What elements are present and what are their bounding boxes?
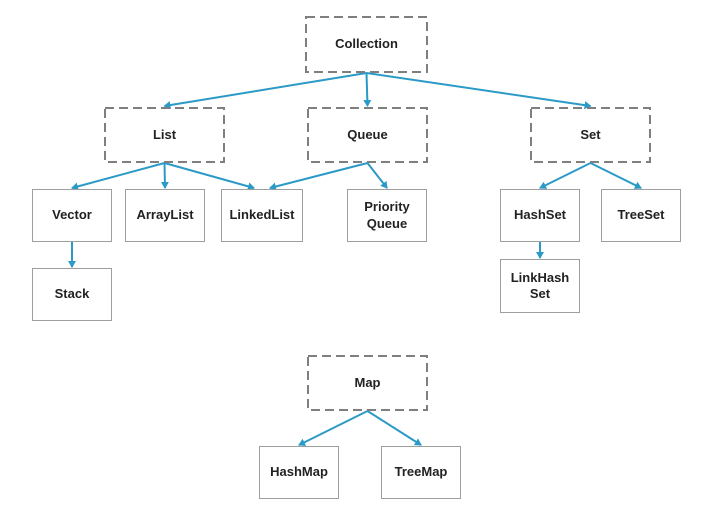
map-dashed-border	[307, 355, 428, 411]
stack-node: Stack	[32, 268, 112, 321]
hashmap-node: HashMap	[259, 446, 339, 499]
set-label: Set	[580, 126, 601, 142]
map-label: Map	[354, 374, 381, 390]
treemap-node: TreeMap	[381, 446, 461, 499]
queue-dashed-border	[307, 107, 428, 163]
vector-node: Vector	[32, 189, 112, 242]
linkedlist-node: LinkedList	[221, 189, 303, 242]
linkhashset-node: LinkHash Set	[500, 259, 580, 313]
treeset-label: TreeSet	[617, 207, 665, 223]
linkedlist-label: LinkedList	[229, 207, 295, 223]
list-label: List	[152, 126, 177, 142]
map-node: Map	[307, 355, 428, 411]
arraylist-node: ArrayList	[125, 189, 205, 242]
edge-list-to-linkedlist	[164, 162, 255, 191]
edge-queue-to-priorityqueue	[366, 162, 388, 189]
edge-collection-to-queue	[363, 72, 372, 107]
edge-list-to-arraylist	[160, 162, 169, 189]
queue-node: Queue	[307, 107, 428, 163]
arraylist-label: ArrayList	[136, 207, 194, 223]
edge-set-to-treeset	[590, 162, 642, 189]
priorityqueue-node: Priority Queue	[347, 189, 427, 242]
linkhashset-label: LinkHash Set	[510, 269, 570, 301]
collection-label: Collection	[335, 36, 398, 52]
hashmap-label: HashMap	[270, 464, 328, 480]
vector-label: Vector	[52, 207, 92, 223]
hashset-label: HashSet	[513, 207, 567, 223]
collection-node: Collection	[305, 16, 428, 73]
set-dashed-border	[530, 107, 651, 163]
treeset-node: TreeSet	[601, 189, 681, 242]
edge-list-to-vector	[71, 162, 165, 191]
list-dashed-border	[104, 107, 225, 163]
priorityqueue-label: Priority Queue	[364, 199, 410, 231]
edge-collection-to-set	[366, 72, 592, 110]
collection-dashed-border	[305, 16, 428, 73]
list-node: List	[104, 107, 225, 163]
edge-queue-to-linkedlist	[269, 162, 368, 191]
edge-collection-to-list	[163, 72, 367, 109]
edge-set-to-hashset	[539, 162, 591, 189]
hashset-node: HashSet	[500, 189, 580, 242]
set-node: Set	[530, 107, 651, 163]
edge-map-to-treemap	[366, 410, 422, 446]
treemap-label: TreeMap	[394, 464, 448, 480]
stack-label: Stack	[54, 286, 90, 302]
queue-label: Queue	[347, 126, 388, 142]
edge-map-to-hashmap	[298, 410, 368, 446]
